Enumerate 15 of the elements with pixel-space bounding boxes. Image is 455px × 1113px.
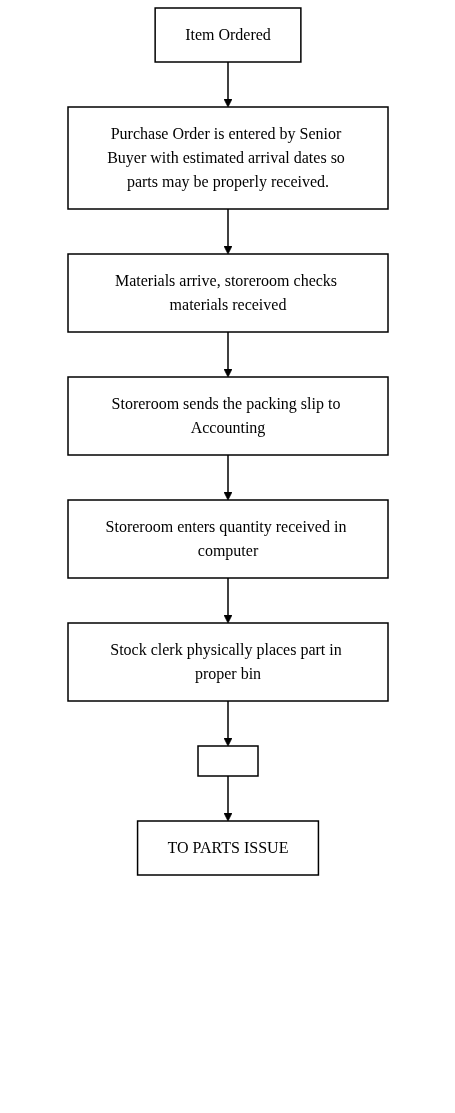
node-box: Purchase Order is entered by Senior Buyer with estimated arrival dates so parts may be properly received. [66,106,389,210]
node-box: Materials arrive, storeroom checks materials received [66,253,389,333]
arrow [223,775,232,822]
node-box [196,745,259,777]
arrow [223,61,232,108]
arrow [223,700,232,747]
arrow [223,208,232,255]
node-box: Storeroom enters quantity received in computer [66,499,389,579]
node-box: Stock clerk physically places part in proper bin [66,622,389,702]
node-box: Storeroom sends the packing slip to Accounting [66,376,389,456]
arrow [223,577,232,624]
arrow [223,454,232,501]
node-box: TO PARTS ISSUE [136,820,319,876]
arrow [223,331,232,378]
node-box: Item Ordered [153,7,302,63]
